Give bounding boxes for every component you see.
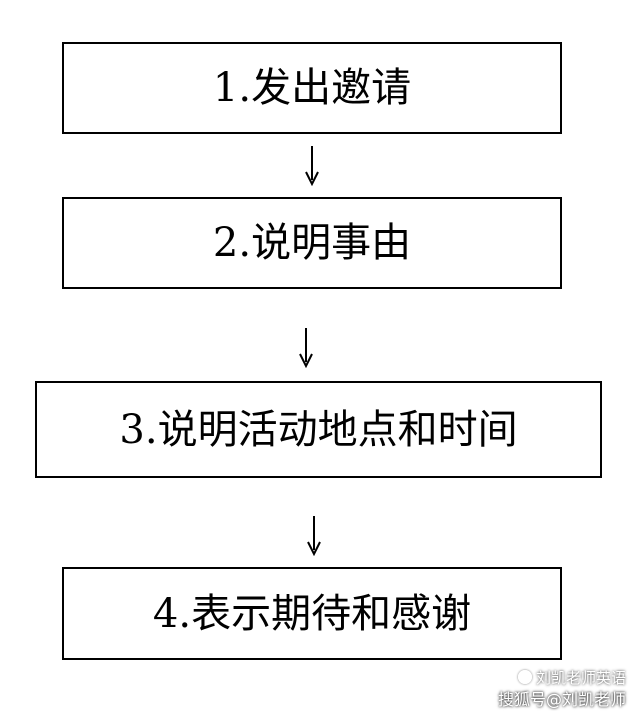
step-label-2: 2.说明事由 — [212, 220, 412, 266]
arrow-down-icon — [298, 328, 314, 368]
step-box-4: 4.表示期待和感谢 — [62, 567, 562, 660]
watermark-author: 刘凯老师英语 — [517, 667, 626, 688]
watermark-source: 搜狐号@刘凯老师 — [498, 686, 626, 710]
step-box-3: 3.说明活动地点和时间 — [35, 381, 602, 478]
step-box-2: 2.说明事由 — [62, 197, 562, 289]
step-label-3: 3.说明活动地点和时间 — [119, 406, 518, 453]
arrow-down-icon — [304, 146, 320, 186]
step-label-1: 1.发出邀请 — [212, 65, 412, 111]
watermark-source-text: 搜狐号@刘凯老师 — [497, 690, 626, 709]
watermark-author-text: 刘凯老师英语 — [535, 669, 626, 687]
step-label-4: 4.表示期待和感谢 — [152, 590, 472, 637]
wechat-icon — [517, 670, 532, 684]
arrow-down-icon — [306, 516, 322, 556]
step-box-1: 1.发出邀请 — [62, 42, 562, 134]
